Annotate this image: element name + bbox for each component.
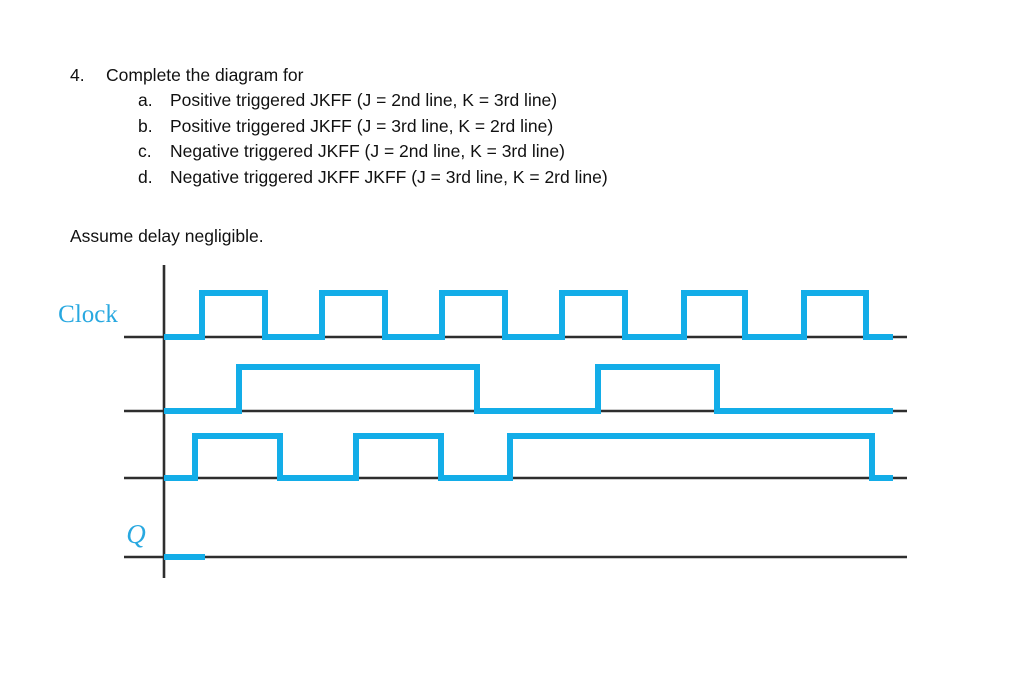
- question-number: 4.: [70, 65, 85, 85]
- waveform-j-or-second-line: [164, 364, 893, 414]
- sub-item-b-letter: b.: [138, 115, 153, 136]
- waveform-clock: [164, 290, 893, 340]
- sub-item-a: a. Positive triggered JKFF (J = 2nd line…: [70, 88, 930, 114]
- sub-item-d: d. Negative triggered JKFF JKFF (J = 3rd…: [70, 165, 930, 191]
- question-sub-list: a. Positive triggered JKFF (J = 2nd line…: [70, 88, 930, 190]
- sub-item-c-text: Negative triggered JKFF (J = 2nd line, K…: [170, 141, 565, 161]
- q-label: Q: [126, 519, 146, 549]
- sub-item-c: c. Negative triggered JKFF (J = 2nd line…: [70, 139, 930, 165]
- sub-item-a-letter: a.: [138, 90, 153, 110]
- sub-item-d-letter: d.: [138, 166, 153, 187]
- sub-item-d-text: Negative triggered JKFF JKFF (J = 3rd li…: [170, 166, 608, 187]
- clock-label: Clock: [58, 301, 118, 328]
- assume-delay-note: Assume delay negligible.: [70, 226, 264, 246]
- question-prompt: Complete the diagram for: [106, 65, 304, 85]
- sub-item-b: b. Positive triggered JKFF (J = 3rd line…: [70, 114, 930, 140]
- sub-item-b-text: Positive triggered JKFF (J = 3rd line, K…: [170, 115, 554, 136]
- sub-item-a-text: Positive triggered JKFF (J = 2nd line, K…: [170, 90, 558, 110]
- question-heading: 4. Complete the diagram for: [70, 62, 930, 88]
- waveform-k-or-third-line: [164, 433, 893, 481]
- sub-item-c-letter: c.: [138, 141, 152, 161]
- question-block: 4. Complete the diagram for a. Positive …: [70, 62, 930, 190]
